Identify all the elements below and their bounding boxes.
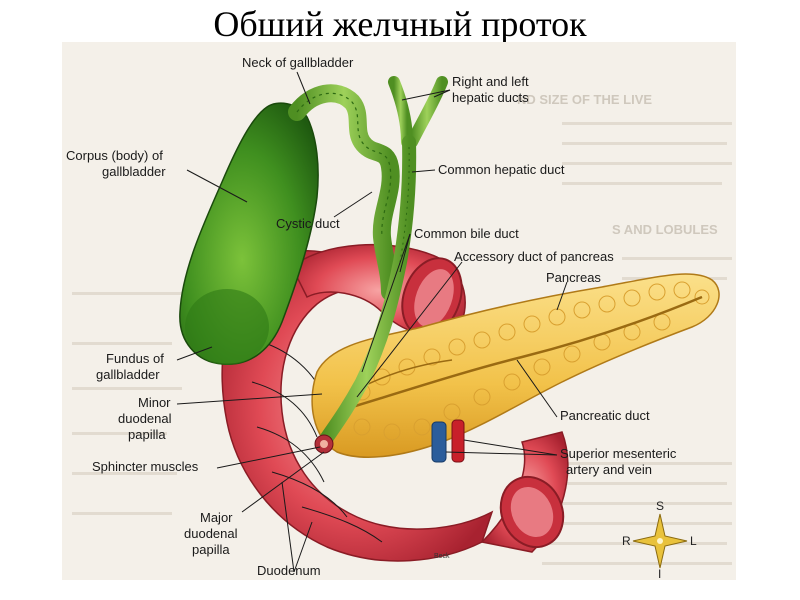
label-major-papilla-line1: Major bbox=[200, 510, 233, 525]
anatomy-figure: ND SIZE OF THE LIVE S AND LOBULES bbox=[62, 42, 736, 580]
pancreas-shape bbox=[311, 273, 720, 458]
bg-heading-1: ND SIZE OF THE LIVE bbox=[517, 92, 652, 107]
compass-i: I bbox=[658, 567, 661, 580]
label-hepatic-ducts-line1: Right and left bbox=[452, 74, 529, 89]
label-pancreatic-duct: Pancreatic duct bbox=[560, 408, 650, 423]
label-hepatic-ducts-line2: hepatic ducts bbox=[452, 90, 529, 105]
label-minor-papilla-line3: papilla bbox=[128, 427, 166, 442]
duodenum-shape bbox=[221, 243, 569, 562]
label-major-papilla-line3: papilla bbox=[192, 542, 230, 557]
label-fundus-line1: Fundus of bbox=[106, 351, 164, 366]
compass-s: S bbox=[656, 499, 664, 513]
label-minor-papilla-line2: duodenal bbox=[118, 411, 172, 426]
compass-r: R bbox=[622, 534, 631, 548]
label-cystic-duct: Cystic duct bbox=[276, 216, 340, 231]
label-major-papilla-line2: duodenal bbox=[184, 526, 238, 541]
illustrator-credit: Beck bbox=[434, 553, 450, 560]
mesenteric-vessels bbox=[431, 419, 465, 463]
label-sma-line1: Superior mesenteric bbox=[560, 446, 677, 461]
anatomy-illustration: ND SIZE OF THE LIVE S AND LOBULES bbox=[66, 55, 732, 580]
label-neck-of-gallbladder: Neck of gallbladder bbox=[242, 55, 354, 70]
label-sma-line2: artery and vein bbox=[566, 462, 652, 477]
diagram-labels: Neck of gallbladder Right and left hepat… bbox=[66, 55, 677, 578]
label-sphincter-muscles: Sphincter muscles bbox=[92, 459, 199, 474]
label-fundus-line2: gallbladder bbox=[96, 367, 160, 382]
label-common-bile-duct: Common bile duct bbox=[414, 226, 519, 241]
label-common-hepatic-duct: Common hepatic duct bbox=[438, 162, 565, 177]
gallbladder-shape bbox=[179, 84, 400, 365]
label-corpus-line1: Corpus (body) of bbox=[66, 148, 163, 163]
bg-heading-2: S AND LOBULES bbox=[612, 222, 718, 237]
label-corpus-line2: gallbladder bbox=[102, 164, 166, 179]
slide-title: Обший желчный проток bbox=[213, 4, 587, 44]
label-minor-papilla-line1: Minor bbox=[138, 395, 171, 410]
bile-duct-tree bbox=[317, 76, 448, 449]
compass-l: L bbox=[690, 534, 697, 548]
label-pancreas: Pancreas bbox=[546, 270, 601, 285]
leader-lines bbox=[176, 71, 568, 573]
label-accessory-duct: Accessory duct of pancreas bbox=[454, 249, 614, 264]
orientation-compass: S R L I bbox=[622, 499, 697, 580]
label-duodenum: Duodenum bbox=[257, 563, 321, 578]
background-page-text: ND SIZE OF THE LIVE S AND LOBULES bbox=[72, 92, 732, 565]
major-papilla-shape bbox=[314, 434, 334, 454]
